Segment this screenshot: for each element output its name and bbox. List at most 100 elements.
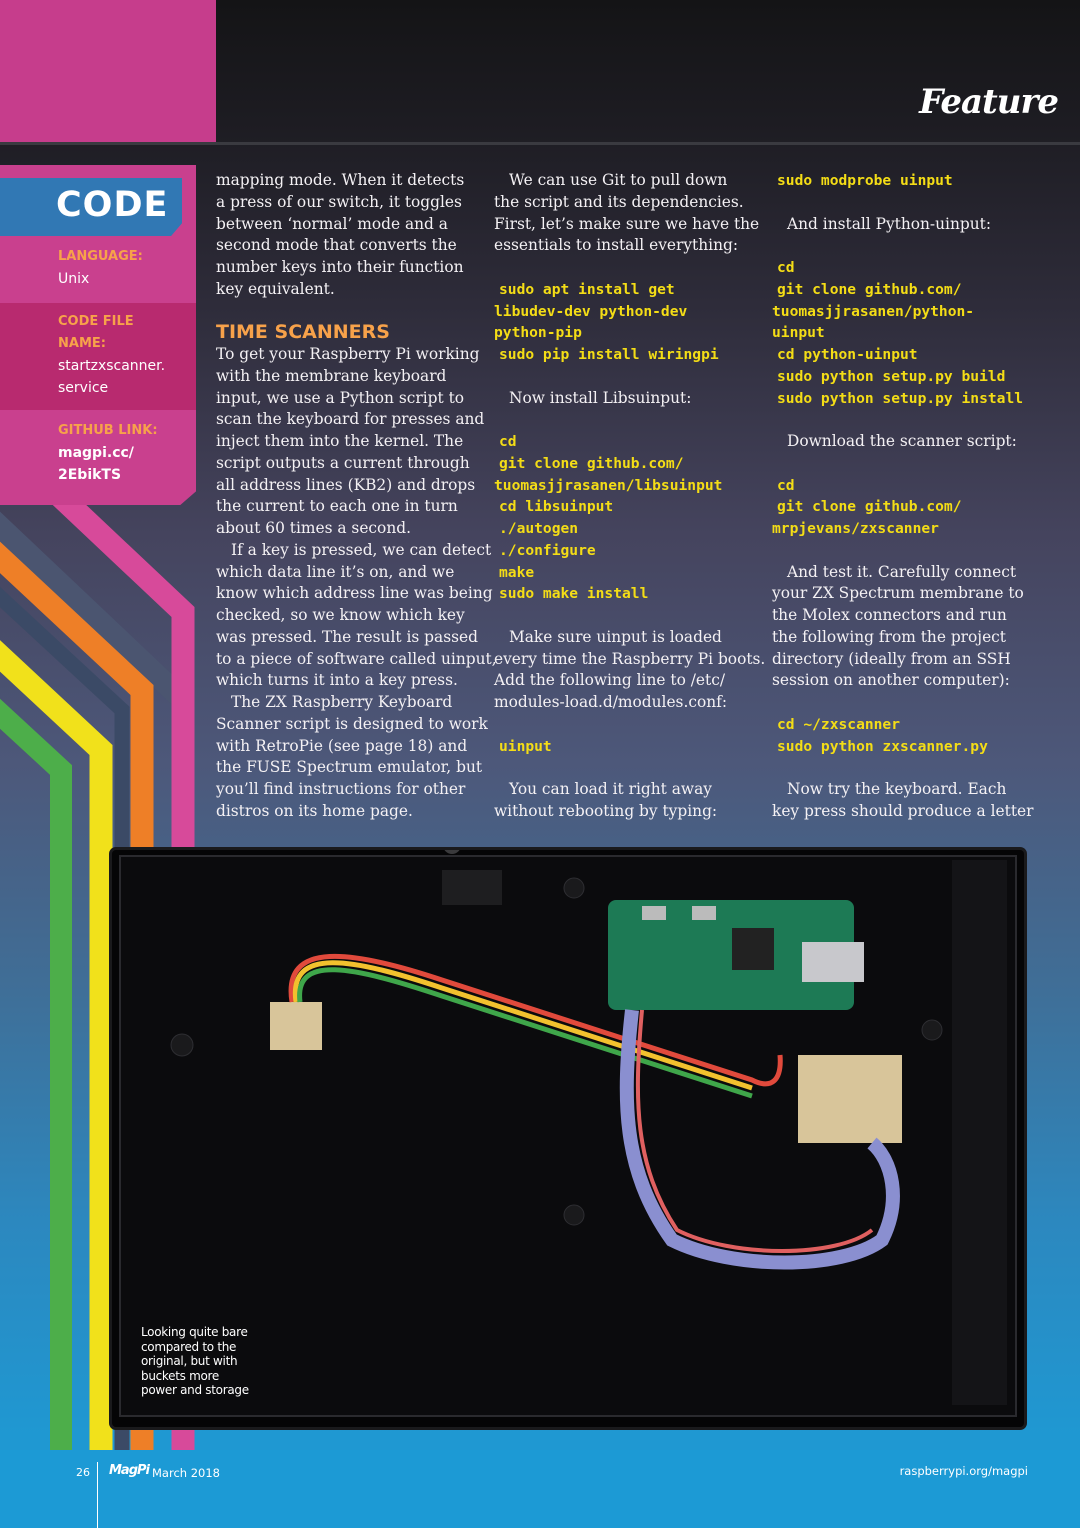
code-file-label: CODE FILE (58, 314, 134, 329)
spacer (772, 235, 1034, 257)
code-line: sudo pip install wiringpi (499, 346, 719, 363)
body-text-line: script outputs a current through (216, 453, 470, 472)
code-line: git clone github.com/ (499, 454, 684, 472)
body-text-line: mapping mode. When it detects (216, 171, 465, 189)
switch-mount (442, 870, 502, 905)
body-text-line: Scanner script is designed to work (216, 714, 488, 733)
header-divider (0, 142, 1080, 145)
github-label: GITHUB LINK: (58, 423, 158, 438)
body-text-line: was pressed. The result is passed (216, 627, 478, 646)
body-text-line: your ZX Spectrum membrane to (772, 584, 1024, 603)
article-photo (112, 836, 1024, 1427)
code-line: tuomasjjrasanen/python- (772, 302, 975, 320)
body-text-line: number keys into their function (216, 258, 464, 276)
body-text-line: If a key is pressed, we can detect (231, 540, 492, 559)
body-text-line: You can load it right away (509, 780, 712, 798)
body-text-line: modules-load.d/modules.conf: (494, 693, 728, 711)
code-line: uinput (499, 737, 552, 755)
body-text-line: essentials to install everything: (494, 236, 739, 255)
section-title: Feature (919, 82, 1059, 122)
code-line: cd (499, 433, 517, 450)
raspberry-pi-zero-board (608, 900, 854, 1010)
sd-card (802, 942, 864, 982)
footer-divider (97, 1462, 98, 1528)
body-text-line: which turns it into a key press. (216, 671, 458, 690)
code-line: sudo apt install get (499, 280, 675, 298)
spacer (494, 257, 756, 279)
body-text-line: checked, so we know which key (216, 606, 465, 624)
magpi-logo: MagPi (109, 1463, 150, 1478)
body-text-line: Now try the keyboard. Each (787, 780, 1007, 798)
body-text-line: with the membrane keyboard (216, 366, 447, 385)
spacer (494, 714, 756, 736)
body-text-line: you’ll find instructions for other (216, 780, 466, 798)
spacer (494, 605, 756, 627)
code-line: ./configure (499, 541, 596, 559)
body-text-line: key equivalent. (216, 279, 335, 298)
usb-port (692, 906, 716, 920)
code-line: sudo python zxscanner.py (777, 737, 988, 755)
code-line: sudo make install (499, 585, 649, 603)
code-line: uinput (772, 324, 825, 342)
code-line: cd (777, 259, 795, 276)
body-text-line: the Molex connectors and run (772, 606, 1007, 624)
article-column-1: mapping mode. When it detects a press of … (216, 170, 497, 823)
code-line: git clone github.com/ (777, 280, 962, 298)
body-text-line: without rebooting by typing: (494, 801, 718, 820)
body-text-line: The ZX Raspberry Keyboard (231, 693, 453, 711)
spacer (772, 192, 1034, 214)
body-text-line: distros on its home page. (216, 801, 413, 820)
code-line: ./autogen (499, 520, 579, 537)
spacer (494, 366, 756, 388)
soc-chip (732, 928, 774, 970)
body-text-line: session on another computer): (772, 671, 1010, 690)
code-line: mrpjevans/zxscanner (772, 520, 939, 537)
code-line: cd (777, 476, 795, 494)
code-file-label-2: NAME: (58, 336, 106, 351)
footer (0, 1450, 1080, 1528)
code-line: tuomasjjrasanen/libsuinput (494, 476, 723, 494)
photo-caption: Looking quite bare compared to the origi… (141, 1325, 249, 1398)
body-text-line: directory (ideally from an SSH (772, 649, 1011, 668)
body-text-line: Download the scanner script: (787, 432, 1017, 450)
code-line: git clone github.com/ (777, 498, 962, 516)
ribbon-cable-lower (619, 1009, 900, 1270)
code-banner (0, 178, 182, 236)
code-line: sudo python setup.py install (777, 389, 1024, 407)
connector-board-left (270, 1002, 322, 1050)
body-text-line: second mode that converts the (216, 236, 457, 255)
body-text-line: input, we use a Python script to (216, 388, 465, 407)
zx-spectrum-case-photo (119, 836, 1017, 1417)
github-link-2[interactable]: 2EbikTS (58, 467, 122, 483)
ribbon-cable (288, 953, 783, 1087)
section-tab (0, 0, 216, 142)
body-text-line: to a piece of software called uinput, (216, 649, 497, 668)
spacer (772, 692, 1034, 714)
stripe-yellow (0, 640, 113, 1450)
body-text-line: the script and its dependencies. (494, 192, 744, 211)
body-text-line: First, let’s make sure we have the (494, 214, 760, 233)
language-value: Unix (58, 271, 90, 287)
spacer (772, 540, 1034, 562)
body-text-line: between ‘normal’ mode and a (216, 214, 448, 233)
github-link[interactable]: magpi.cc/ (58, 445, 134, 461)
code-line: cd python-uinput (777, 346, 918, 363)
website-link[interactable]: raspberrypi.org/magpi (899, 1464, 1028, 1478)
code-line: sudo python setup.py build (777, 367, 1006, 385)
issue-date: March 2018 (152, 1466, 220, 1480)
code-line: sudo modprobe uinput (777, 172, 953, 189)
code-line: make (499, 563, 535, 581)
usb-port (642, 906, 666, 920)
body-text-line: a press of our switch, it toggles (216, 192, 462, 211)
switch (443, 836, 461, 854)
body-text-line: To get your Raspberry Pi working (216, 345, 480, 363)
body-text-line: know which address line was being (216, 584, 493, 603)
stripe-green (0, 698, 72, 1450)
body-text-line: which data line it’s on, and we (216, 562, 455, 581)
body-text-line: about 60 times a second. (216, 519, 411, 537)
code-file-value: startzxscanner. (58, 358, 166, 374)
body-text-line: Add the following line to /etc/ (494, 671, 726, 690)
spacer (216, 301, 478, 323)
